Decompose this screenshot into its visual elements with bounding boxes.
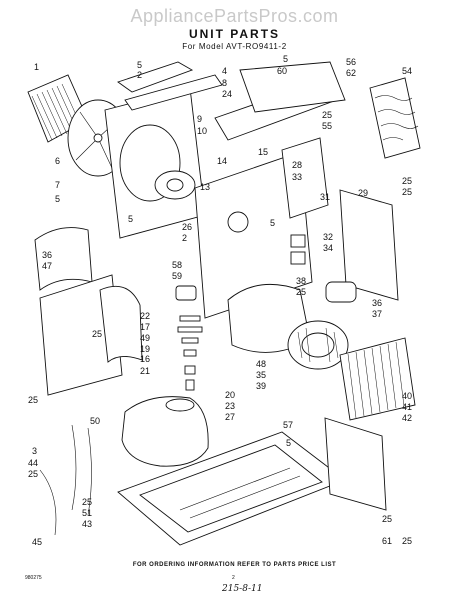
callout: 20 [225, 390, 235, 400]
callout: 37 [372, 309, 382, 319]
callout: 25 [322, 110, 332, 120]
page-number: 2 [232, 575, 235, 581]
top-cover-panel [117, 61, 194, 93]
callout: 5 [55, 194, 60, 204]
callout: 50 [90, 416, 100, 426]
callout: 5 [128, 214, 133, 224]
callout: 17 [140, 322, 150, 332]
callout: 19 [140, 344, 150, 354]
callout: 51 [82, 508, 92, 518]
callout: 31 [320, 192, 330, 202]
blower-assembly [227, 283, 349, 370]
callout: 60 [277, 66, 287, 76]
front-grille-panel [324, 417, 387, 511]
callout: 2 [137, 70, 142, 80]
callout: 39 [256, 381, 266, 391]
callout: 57 [283, 420, 293, 430]
callout: 58 [172, 260, 182, 270]
ordering-info-footer: FOR ORDERING INFORMATION REFER TO PARTS … [132, 562, 337, 568]
mounting-strip [124, 74, 223, 111]
callout: 59 [172, 271, 182, 281]
callout: 6 [55, 156, 60, 166]
bulkhead-panel [194, 151, 313, 319]
diagram-title: UNIT PARTS [188, 27, 281, 41]
model-subtitle: For Model AVT-RO9411-2 [182, 42, 287, 51]
control-panel [214, 61, 346, 141]
callout: 48 [256, 359, 266, 369]
compressor [121, 396, 209, 467]
callout: 27 [225, 412, 235, 422]
callout: 22 [140, 311, 150, 321]
callout: 25 [402, 176, 412, 186]
callout: 23 [225, 401, 235, 411]
callout: 13 [200, 182, 210, 192]
callout: 5 [270, 218, 275, 228]
capacitor [175, 285, 197, 301]
callout: 25 [402, 536, 412, 546]
divider-panel [39, 274, 143, 396]
callout: 35 [256, 370, 266, 380]
handwritten-note: 215-8-11 [222, 584, 263, 594]
callout: 25 [402, 187, 412, 197]
watermark: AppliancePartsPros.com [130, 6, 339, 26]
callout: 4 [222, 66, 227, 76]
callout: 36 [372, 298, 382, 308]
side-panel [339, 189, 399, 301]
callout: 45 [32, 537, 42, 547]
callout: 25 [28, 469, 38, 479]
callout: 29 [358, 188, 368, 198]
callout: 54 [402, 66, 412, 76]
callout: 10 [197, 126, 207, 136]
callout: 42 [402, 413, 412, 423]
callout: 25 [296, 287, 306, 297]
callout: 7 [55, 180, 60, 190]
callout: 34 [323, 243, 333, 253]
wire-harness [39, 469, 57, 536]
callout: 49 [140, 333, 150, 343]
callout: 38 [296, 276, 306, 286]
callout: 5 [283, 54, 288, 64]
callout: 9 [197, 114, 202, 124]
control-box [281, 137, 329, 265]
callout: 21 [140, 366, 150, 376]
callout: 2 [182, 233, 187, 243]
callout: 25 [92, 329, 102, 339]
callout: 62 [346, 68, 356, 78]
callout: 24 [222, 89, 232, 99]
callout: 56 [346, 57, 356, 67]
callout: 26 [182, 222, 192, 232]
blower-motor [325, 281, 357, 303]
callout-labels: 1 5 2 4 8 24 5 56 60 62 54 9 10 15 25 55… [28, 54, 412, 547]
callout: 32 [323, 232, 333, 242]
refrigerant-tubing [71, 424, 92, 516]
callout: 33 [292, 172, 302, 182]
callout: 5 [286, 438, 291, 448]
callout: 25 [82, 497, 92, 507]
fan-shroud [104, 87, 206, 239]
callout: 41 [402, 402, 412, 412]
callout: 8 [222, 78, 227, 88]
heater-element [369, 77, 421, 159]
callout: 25 [28, 395, 38, 405]
callout: 28 [292, 160, 302, 170]
evaporator-coil [339, 337, 416, 421]
mounting-hardware [177, 315, 203, 391]
callout: 14 [217, 156, 227, 166]
callout: 25 [382, 514, 392, 524]
document-code: 980275 [25, 575, 42, 581]
callout: 43 [82, 519, 92, 529]
callout: 44 [28, 458, 38, 468]
callout: 5 [137, 60, 142, 70]
callout: 47 [42, 261, 52, 271]
callout: 61 [382, 536, 392, 546]
callout: 55 [322, 121, 332, 131]
fan-motor [154, 170, 196, 200]
callout: 1 [34, 62, 39, 72]
callout: 36 [42, 250, 52, 260]
callout: 40 [402, 391, 412, 401]
callout: 15 [258, 147, 268, 157]
callout: 16 [140, 354, 150, 364]
callout: 3 [32, 446, 37, 456]
